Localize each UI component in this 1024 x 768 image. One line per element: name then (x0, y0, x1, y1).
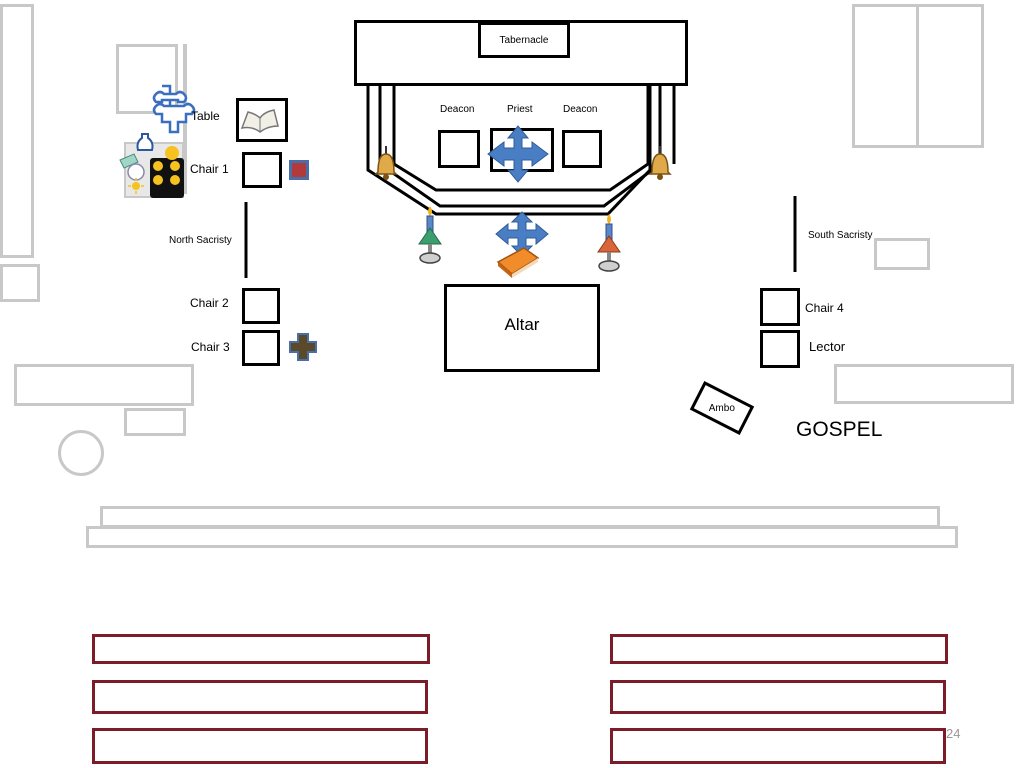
south-sacristy-box (874, 238, 930, 270)
pew-right-2 (610, 680, 946, 714)
south-sacristy-label: South Sacristy (808, 230, 873, 241)
right-cabinet-right (916, 4, 984, 148)
lector-chair-box (760, 330, 800, 368)
tabernacle-label: Tabernacle (499, 34, 549, 46)
communion-rail-bottom (86, 526, 958, 548)
north-sacristy-label: North Sacristy (169, 235, 232, 246)
table-label: Table (191, 109, 220, 123)
deacon-left-seat (438, 130, 480, 168)
left-bench (14, 364, 194, 406)
lector-label: Lector (809, 339, 846, 354)
brown-cross-icon (289, 333, 317, 361)
left-step (124, 408, 186, 436)
pew-right-1 (610, 634, 948, 664)
chair3-label: Chair 3 (191, 340, 230, 354)
bell-icon (648, 146, 672, 180)
gospel-label: GOSPEL (796, 418, 883, 441)
paten-icon (119, 153, 139, 169)
pew-left-3 (92, 728, 428, 764)
chair4-label: Chair 4 (805, 301, 844, 315)
deacon-right-label: Deacon (563, 104, 598, 115)
move-arrows-icon (487, 125, 549, 183)
candle-icon (418, 206, 442, 264)
chair1-label: Chair 1 (190, 162, 229, 176)
processional-cross-icon (152, 84, 196, 134)
bell-icon (374, 146, 398, 180)
tabernacle-box: Tabernacle (478, 22, 570, 58)
left-wall-door (0, 264, 40, 302)
font-circle (58, 430, 104, 476)
pew-left-2 (92, 680, 428, 714)
altar: Altar (444, 284, 600, 372)
gospel-book-icon (496, 247, 540, 278)
sun-icon (128, 178, 144, 194)
chair2-box (242, 288, 280, 324)
candle-icon (597, 214, 621, 272)
chair2-label: Chair 2 (190, 296, 229, 310)
priest-label: Priest (507, 104, 533, 115)
ambo-label: Ambo (708, 402, 736, 414)
deacon-left-label: Deacon (440, 104, 475, 115)
open-book-icon (240, 109, 279, 133)
chalice-icons (153, 146, 180, 185)
chair4-box (760, 288, 800, 326)
deacon-right-seat (562, 130, 602, 168)
pew-right-3 (610, 728, 946, 764)
page-number: 24 (946, 726, 961, 741)
credence-box (116, 44, 178, 114)
cruet-icon (136, 133, 154, 151)
chair3-box (242, 330, 280, 366)
left-wall-panel (0, 4, 34, 258)
altar-label: Altar (504, 315, 540, 334)
chair1-box (242, 152, 282, 188)
right-bench (834, 364, 1014, 404)
pew-left-1 (92, 634, 430, 664)
red-marker-icon (289, 160, 309, 180)
